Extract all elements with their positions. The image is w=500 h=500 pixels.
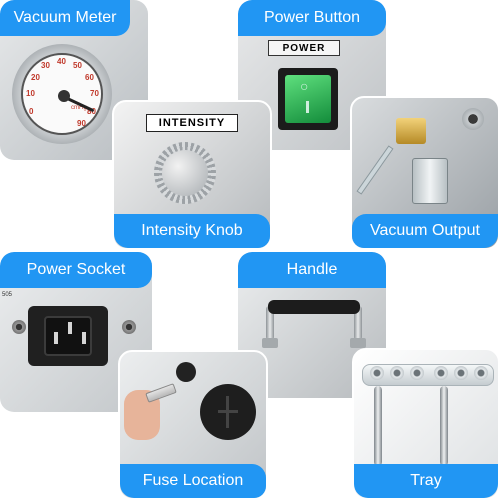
switch-on-symbol <box>306 101 309 113</box>
knob-cap <box>162 150 208 196</box>
socket-pin <box>68 322 72 334</box>
brass-fitting <box>396 118 426 144</box>
tray-cup <box>434 366 448 380</box>
handle-label: Handle <box>238 252 386 288</box>
gauge-tick-label: 10 <box>26 89 35 98</box>
tray-cup <box>454 366 468 380</box>
socket-inner <box>44 316 92 356</box>
handle-grip[interactable] <box>268 300 360 314</box>
power-plate: POWER <box>268 40 340 56</box>
gauge-unit: cmHg <box>71 105 87 111</box>
socket-pin <box>54 332 58 344</box>
vacuum-meter-panel: 40 50 30 20 60 10 70 0 80 90 cmHg Vacuum… <box>0 0 148 160</box>
gauge-face: 40 50 30 20 60 10 70 0 80 90 cmHg <box>21 53 103 135</box>
vacuum-output-panel: Vacuum Output <box>350 96 500 250</box>
handle-leg-left <box>266 306 274 340</box>
fuse-location-label: Fuse Location <box>120 464 266 498</box>
socket-screw-right <box>122 320 136 334</box>
intensity-plate: INTENSITY <box>146 114 238 132</box>
gauge-tick-label: 0 <box>29 107 34 116</box>
vacuum-meter-label: Vacuum Meter <box>0 0 130 36</box>
gauge-tick-label: 90 <box>77 119 86 128</box>
socket-pin <box>82 332 86 344</box>
gauge-tick-label: 50 <box>73 61 82 70</box>
socket-screw-left <box>12 320 26 334</box>
fuse-location-panel: Fuse Location <box>118 350 268 500</box>
fuse-cap[interactable] <box>200 384 256 440</box>
power-socket[interactable] <box>28 306 108 366</box>
tray-cup <box>390 366 404 380</box>
tray-wand <box>440 386 448 466</box>
intensity-knob[interactable] <box>154 142 216 204</box>
vacuum-tube <box>356 145 394 195</box>
handle-base-left <box>262 338 278 348</box>
power-switch[interactable]: ○ <box>278 68 338 130</box>
power-switch-face: ○ <box>285 75 331 123</box>
fuse <box>145 383 177 403</box>
intensity-knob-panel: INTENSITY Intensity Knob <box>112 100 272 250</box>
handle-leg-right <box>354 306 362 340</box>
gauge-tick-label: 30 <box>41 61 50 70</box>
fuse-holder-hole <box>176 362 196 382</box>
vacuum-gauge: 40 50 30 20 60 10 70 0 80 90 cmHg <box>12 44 112 144</box>
handle-base-right <box>350 338 366 348</box>
gauge-tick-label: 60 <box>85 73 94 82</box>
tray-cup <box>370 366 384 380</box>
gauge-tick-label: 70 <box>90 89 99 98</box>
side-marking: 505 <box>2 292 13 298</box>
power-button-label: Power Button <box>238 0 386 36</box>
gauge-needle-hub <box>58 90 70 102</box>
vacuum-output-label: Vacuum Output <box>352 214 498 248</box>
power-socket-label: Power Socket <box>0 252 152 288</box>
tray-label: Tray <box>354 464 498 498</box>
intensity-knob-label: Intensity Knob <box>114 214 270 248</box>
switch-off-symbol: ○ <box>300 78 309 94</box>
vacuum-port <box>462 108 484 130</box>
gauge-tick-label: 40 <box>57 57 66 66</box>
tray-cup <box>474 366 488 380</box>
tray-cup <box>410 366 424 380</box>
tray-wand <box>374 386 382 466</box>
gauge-tick-label: 20 <box>31 73 40 82</box>
fuse-cap-slot <box>218 410 238 413</box>
tray-panel: Tray <box>352 348 500 500</box>
vacuum-filter <box>412 158 448 204</box>
